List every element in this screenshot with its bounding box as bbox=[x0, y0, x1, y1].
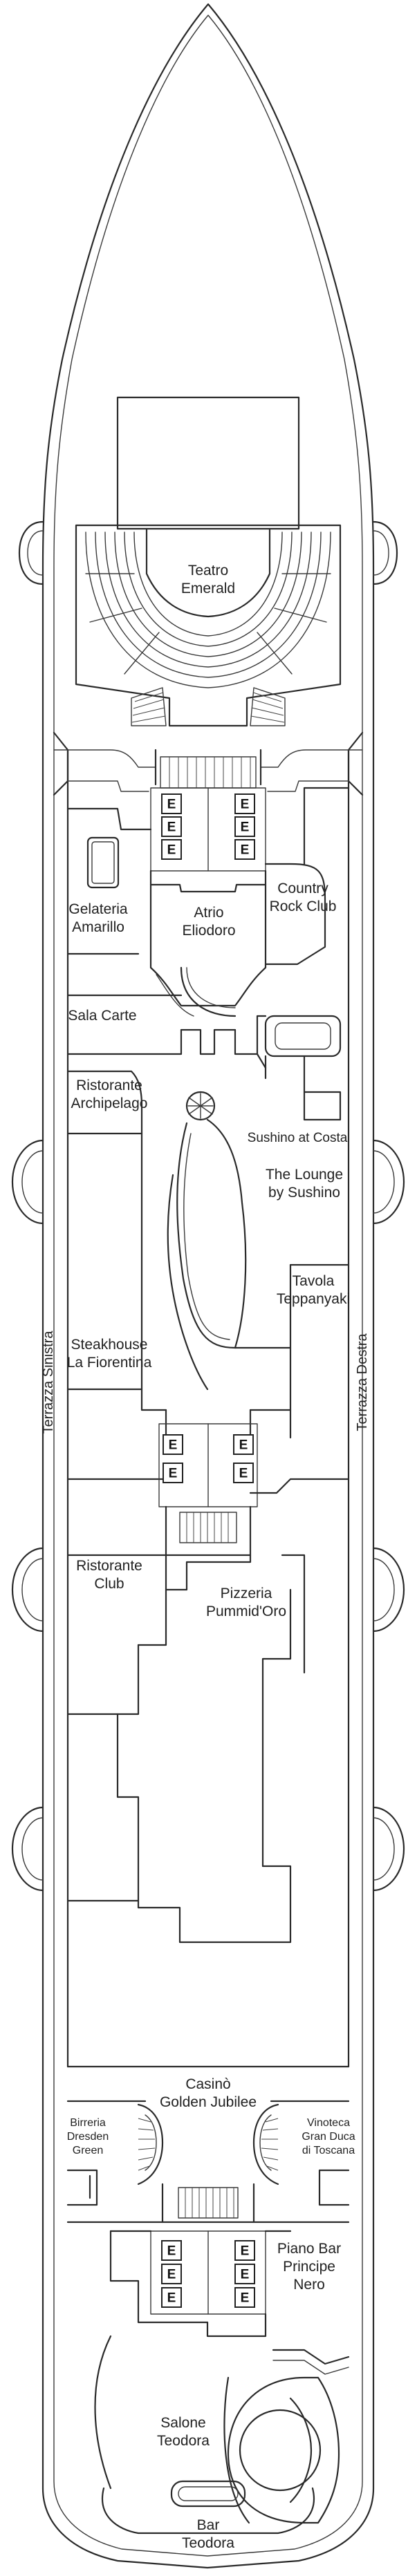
theatre-left-stair bbox=[131, 687, 167, 726]
elevator-box bbox=[161, 2240, 182, 2261]
elevator-box bbox=[234, 839, 255, 860]
elevator-label: E bbox=[167, 820, 176, 835]
elevator-label: E bbox=[169, 1438, 178, 1453]
elevator-aft-left-2: E bbox=[161, 2264, 182, 2284]
elevator-aft-left-1: E bbox=[161, 2240, 182, 2261]
elevator-box bbox=[234, 2240, 255, 2261]
elevator-label: E bbox=[241, 843, 250, 858]
elevator-mid-right-2: E bbox=[233, 1463, 254, 1483]
elevator-label: E bbox=[167, 2244, 176, 2259]
elevator-forward-right-2: E bbox=[234, 816, 255, 837]
elevator-forward-right-1: E bbox=[234, 793, 255, 814]
elevator-box bbox=[234, 2264, 255, 2284]
forward-lobby bbox=[53, 731, 364, 796]
elevator-forward-left-1: E bbox=[161, 793, 182, 814]
promenade-walls bbox=[66, 749, 350, 2068]
theatre-area bbox=[75, 396, 342, 727]
elevator-forward-left-3: E bbox=[161, 839, 182, 860]
mid-elevator-bank bbox=[158, 1423, 350, 1557]
elevator-box bbox=[234, 816, 255, 837]
elevator-box bbox=[161, 816, 182, 837]
elevator-label: E bbox=[241, 2268, 250, 2282]
elevator-box bbox=[161, 2264, 182, 2284]
elevator-label: E bbox=[167, 2291, 176, 2306]
theatre-right-stair bbox=[250, 687, 286, 726]
elevator-label: E bbox=[167, 798, 176, 812]
casino-block bbox=[66, 2065, 350, 2206]
elevator-aft-right-1: E bbox=[234, 2240, 255, 2261]
label-terrazza-destra: Terrazza Destra bbox=[355, 1333, 370, 1431]
elevator-box bbox=[161, 2287, 182, 2308]
ristorante-club-block bbox=[66, 1554, 306, 1944]
elevator-aft-left-3: E bbox=[161, 2287, 182, 2308]
elevator-box bbox=[233, 1463, 254, 1483]
elevator-mid-left-1: E bbox=[163, 1434, 183, 1455]
atrio-area bbox=[149, 869, 267, 1017]
elevator-box bbox=[234, 2287, 255, 2308]
hull-bumps bbox=[11, 520, 405, 1892]
archipelago-block bbox=[66, 1070, 216, 1391]
aft-stairs bbox=[66, 2183, 350, 2224]
elevator-forward-right-3: E bbox=[234, 839, 255, 860]
lounge-sushino bbox=[167, 1118, 350, 1439]
sala-carte-block bbox=[66, 994, 342, 1121]
elevator-label: E bbox=[241, 798, 250, 812]
elevator-label: E bbox=[167, 843, 176, 858]
elevator-box bbox=[161, 793, 182, 814]
elevator-box bbox=[161, 839, 182, 860]
salone-area bbox=[94, 2335, 350, 2524]
ship-hull bbox=[41, 3, 375, 2569]
elevator-box bbox=[233, 1434, 254, 1455]
elevator-forward-left-2: E bbox=[161, 816, 182, 837]
elevator-aft-right-3: E bbox=[234, 2287, 255, 2308]
elevator-aft-right-2: E bbox=[234, 2264, 255, 2284]
elevator-mid-left-2: E bbox=[163, 1463, 183, 1483]
elevator-label: E bbox=[241, 2291, 250, 2306]
elevator-label: E bbox=[239, 1467, 248, 1481]
label-sushino-at-costa: Sushino at Costa bbox=[248, 1131, 348, 1145]
bar-teodora-area bbox=[102, 2480, 315, 2535]
elevator-box bbox=[163, 1434, 183, 1455]
label-terrazza-sinistra: Terrazza Sinistra bbox=[41, 1331, 56, 1434]
elevator-label: E bbox=[167, 2268, 176, 2282]
elevator-label: E bbox=[239, 1438, 248, 1453]
label-sala-carte: Sala Carte bbox=[68, 1008, 136, 1024]
aft-elevator-bank bbox=[109, 2230, 292, 2338]
country-rock-club bbox=[264, 787, 350, 966]
elevator-mid-right-1: E bbox=[233, 1434, 254, 1455]
elevator-box bbox=[234, 793, 255, 814]
elevator-label: E bbox=[241, 820, 250, 835]
elevator-box bbox=[163, 1463, 183, 1483]
elevator-label: E bbox=[169, 1467, 178, 1481]
gelateria-area bbox=[66, 807, 152, 955]
elevator-label: E bbox=[241, 2244, 250, 2259]
